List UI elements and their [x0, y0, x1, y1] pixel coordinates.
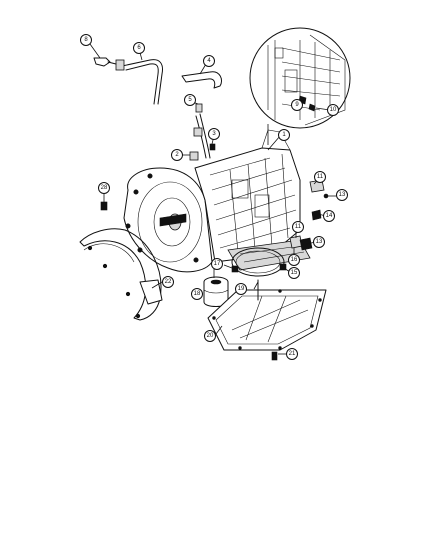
svg-text:9: 9: [295, 102, 299, 108]
callouts: 8 6 4 5 3 2 1 9 10 11 13 14 11 13 16 15 …: [80, 34, 348, 360]
svg-text:3: 3: [212, 131, 216, 137]
callout-9: 9: [291, 99, 303, 111]
svg-text:15: 15: [291, 270, 298, 276]
callout-13-lower: 13: [313, 236, 325, 248]
svg-text:1: 1: [282, 132, 286, 138]
svg-text:17: 17: [214, 261, 221, 267]
gasket-icon: [231, 247, 285, 277]
svg-text:2: 2: [175, 152, 179, 158]
svg-text:22: 22: [165, 279, 172, 285]
sensor-icon: [289, 179, 329, 251]
callout-6: 6: [133, 42, 145, 54]
callout-19: 19: [235, 283, 247, 295]
svg-text:14: 14: [326, 213, 333, 219]
svg-text:19: 19: [238, 286, 245, 292]
filler-tube-icon: [115, 59, 211, 159]
callout-17: 17: [211, 258, 223, 270]
svg-text:13: 13: [339, 192, 346, 198]
callout-13-upper: 13: [336, 189, 348, 201]
callout-21: 21: [286, 348, 298, 360]
callout-15: 15: [288, 267, 300, 279]
svg-text:8: 8: [84, 37, 88, 43]
callout-5: 5: [184, 94, 196, 106]
vent-hose-icon: [181, 71, 223, 89]
transmission-case-icon: [123, 129, 311, 273]
oil-filter-icon: [203, 265, 239, 307]
callout-4: 4: [203, 55, 215, 67]
callout-16: 16: [288, 254, 300, 266]
callout-18: 18: [191, 288, 203, 300]
callout-28: 28: [98, 182, 110, 194]
callout-11-lower: 11: [292, 221, 304, 233]
svg-text:18: 18: [194, 291, 201, 297]
svg-text:11: 11: [317, 174, 324, 180]
callout-1: 1: [278, 129, 290, 141]
converter-cover-icon: [79, 228, 163, 321]
callout-14: 14: [323, 210, 335, 222]
bolt-icon: [100, 103, 287, 361]
callout-3: 3: [208, 128, 220, 140]
svg-text:13: 13: [316, 239, 323, 245]
svg-text:16: 16: [291, 257, 298, 263]
callout-20: 20: [204, 330, 216, 342]
svg-text:20: 20: [207, 333, 214, 339]
dipstick-icon: [93, 57, 117, 67]
svg-text:28: 28: [101, 185, 108, 191]
detail-inset: [249, 27, 351, 145]
svg-text:4: 4: [207, 58, 211, 64]
callout-8: 8: [80, 34, 92, 46]
svg-text:21: 21: [289, 351, 296, 357]
svg-text:5: 5: [188, 97, 192, 103]
svg-text:11: 11: [295, 224, 302, 230]
callout-2: 2: [171, 149, 183, 161]
callout-10: 10: [327, 104, 339, 116]
callout-22: 22: [162, 276, 174, 288]
callout-11-upper: 11: [314, 171, 326, 183]
svg-text:6: 6: [137, 45, 141, 51]
svg-text:10: 10: [330, 107, 337, 113]
